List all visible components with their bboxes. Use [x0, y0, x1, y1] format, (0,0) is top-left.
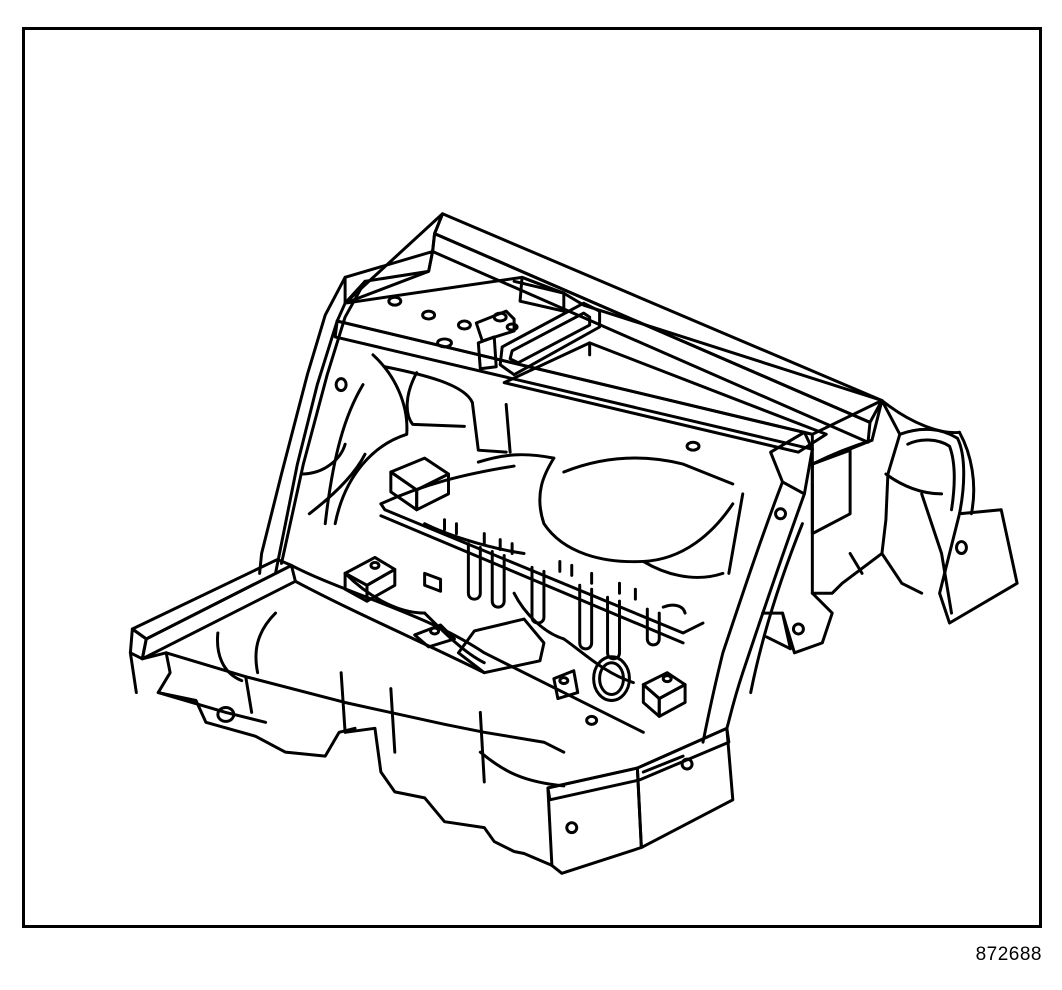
figure-frame: [22, 27, 1042, 928]
rear-lower-panel: [140, 611, 566, 855]
left-sill-rail: [128, 557, 297, 695]
rear-floor-panel-illustration: [128, 212, 1019, 875]
floor-wells: [456, 617, 631, 726]
floor-pan: [289, 453, 735, 734]
shelf-holes: [387, 295, 701, 452]
right-wheelhouse: [761, 399, 1019, 655]
figure-number: 872688: [975, 944, 1042, 965]
left-side-panel: [258, 275, 512, 575]
floor-ribs: [423, 518, 687, 661]
center-slab: [502, 341, 828, 454]
right-side-panel: [701, 430, 874, 744]
rear-bracket: [522, 726, 735, 875]
mounting-blocks: [343, 456, 687, 718]
upper-cross-member: [333, 212, 884, 451]
